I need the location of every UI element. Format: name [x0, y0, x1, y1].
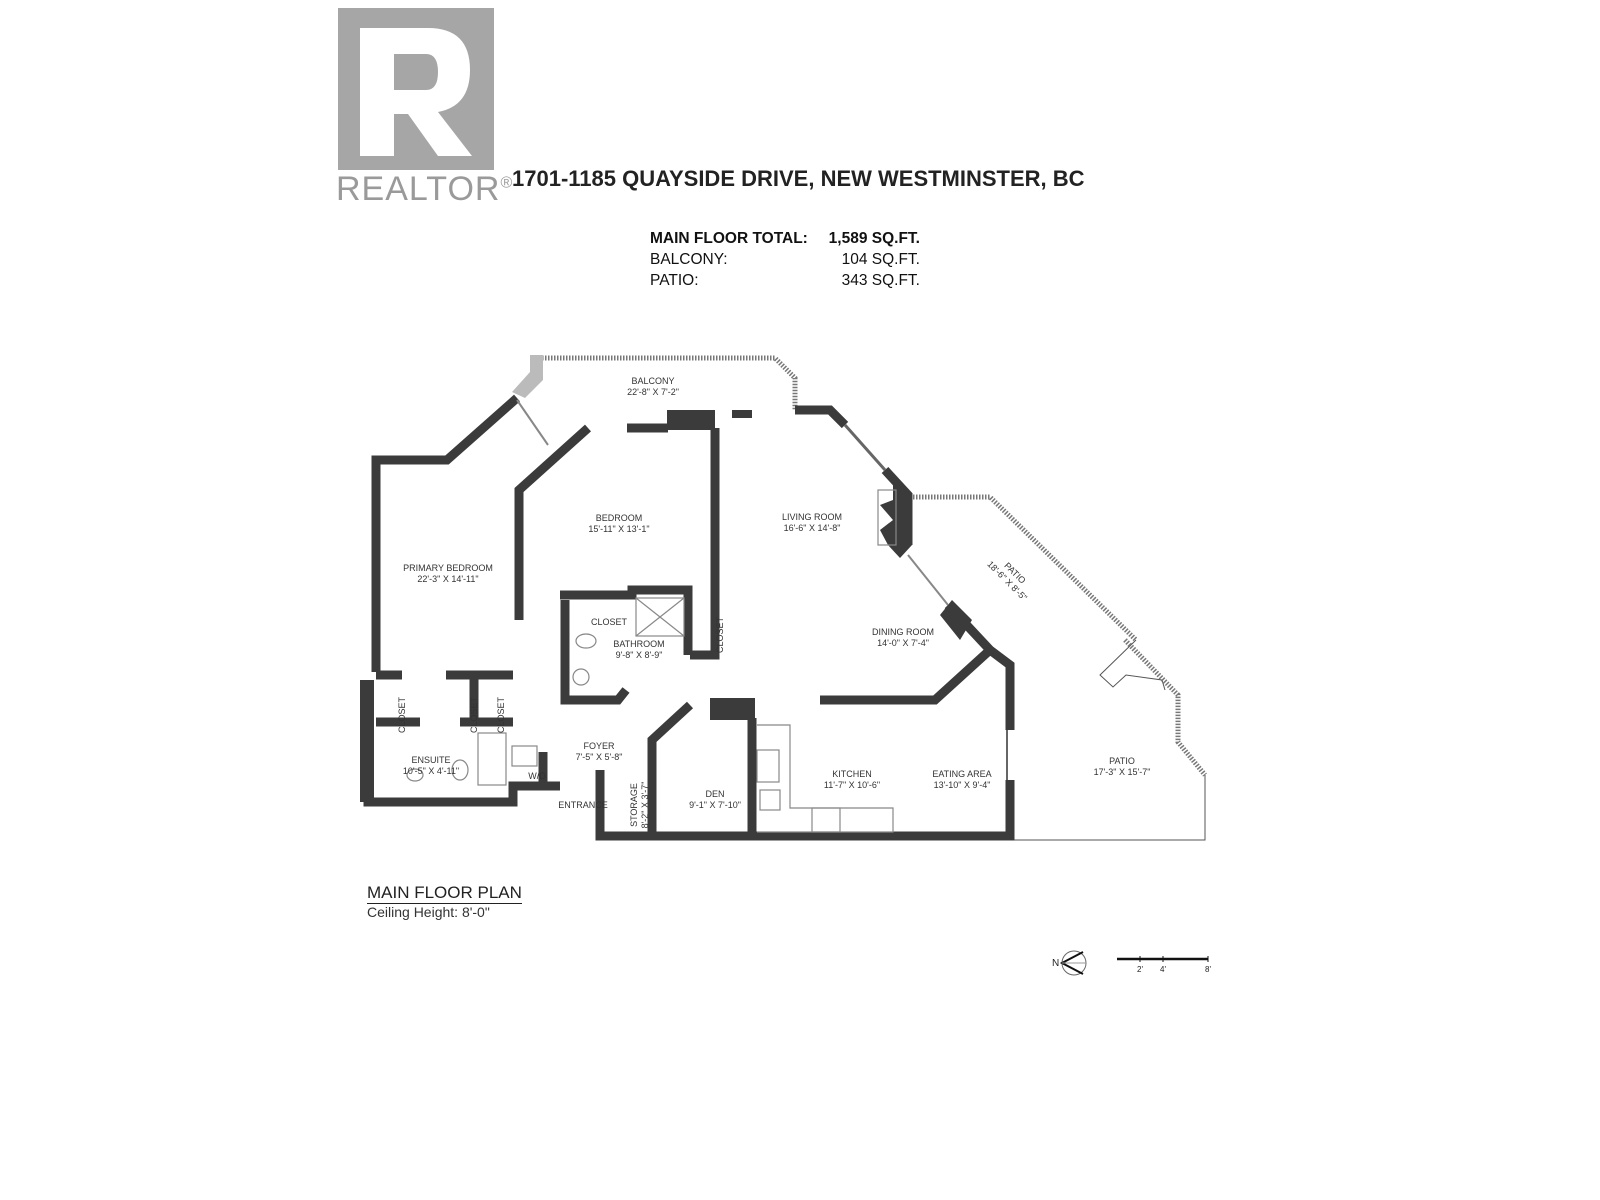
room-name-patio-lower: PATIO — [1109, 756, 1135, 766]
area-value: 343 SQ.FT. — [841, 272, 920, 289]
kitchen-sink — [759, 789, 781, 811]
room-name-storage: STORAGE — [629, 783, 639, 827]
area-label: PATIO: — [650, 272, 699, 289]
ensuite-sink — [406, 768, 424, 782]
room-dim-storage: 8'-2" X 3'-7" — [640, 782, 650, 829]
scale-tick: 8' — [1205, 965, 1211, 974]
room-dim-patio-lower: 17'-3" X 15'-7" — [1094, 767, 1151, 777]
room-name-ensuite: ENSUITE — [411, 755, 450, 765]
plan-title-text: MAIN FLOOR PLAN — [367, 883, 522, 904]
realtor-wordmark: REALTOR® — [336, 170, 513, 209]
bathroom-toilet — [575, 633, 597, 649]
closet-label: CLOSET — [715, 616, 725, 653]
room-name-primary-bedroom: PRIMARY BEDROOM — [403, 563, 493, 573]
plan-title: MAIN FLOOR PLAN — [367, 883, 522, 904]
logo-reg: ® — [500, 174, 514, 192]
shower — [635, 597, 685, 637]
room-name-balcony: BALCONY — [631, 376, 674, 386]
room-dim-foyer: 7'-5" X 5'-8" — [576, 752, 623, 762]
room-name-living-room: LIVING ROOM — [782, 512, 842, 522]
closet-label: CLOSET — [591, 617, 628, 627]
north-compass-icon: N — [1052, 950, 1087, 976]
room-name-foyer: FOYER — [583, 741, 615, 751]
closet-label: CLOSET — [469, 696, 479, 733]
washer-dryer-label: W/D — [528, 771, 546, 781]
room-dim-dining-room: 14'-0" X 7'-4" — [877, 638, 929, 648]
room-dim-bedroom: 15'-11" X 13'-1" — [588, 524, 649, 534]
room-name-kitchen: KITCHEN — [832, 769, 872, 779]
ensuite-toilet — [451, 759, 469, 781]
logo-brand: REALTOR — [336, 170, 501, 208]
room-dim-bathroom: 9'-8" X 8'-9" — [616, 650, 663, 660]
room-dim-den: 9'-1" X 7'-10" — [689, 800, 741, 810]
room-labels: BALCONY 22'-8" X 7'-2" BEDROOM 15'-11" X… — [397, 376, 1150, 828]
room-dim-eating-area: 13'-10" X 9'-4" — [934, 780, 991, 790]
room-name-dining-room: DINING ROOM — [872, 627, 934, 637]
washer-dryer — [511, 745, 538, 767]
patio-railing — [910, 494, 1138, 642]
room-name-den: DEN — [705, 789, 724, 799]
area-summary: MAIN FLOOR TOTAL: 1,589 SQ.FT. BALCONY: 10… — [650, 228, 920, 291]
patio-edge — [1013, 775, 1206, 841]
area-label: BALCONY: — [650, 251, 728, 268]
room-name-bedroom: BEDROOM — [596, 513, 643, 523]
area-value: 1,589 SQ.FT. — [828, 230, 920, 247]
room-name-bathroom: BATHROOM — [613, 639, 664, 649]
room-dim-ensuite: 10'-5" X 4'-11" — [403, 766, 459, 776]
ceiling-height: Ceiling Height: 8'-0" — [367, 904, 490, 920]
kitchen-counter — [757, 724, 894, 833]
room-dim-living-room: 16'-6" X 14'-8" — [784, 523, 841, 533]
closet-label: CLOSET — [496, 696, 506, 733]
fireplace — [877, 489, 897, 546]
room-dim-primary-bedroom: 22'-3" X 14'-11" — [417, 574, 478, 584]
room-name-eating-area: EATING AREA — [932, 769, 991, 779]
walls — [360, 394, 1015, 841]
stove — [811, 807, 841, 833]
room-dim-kitchen: 11'-7" X 10'-6" — [824, 780, 880, 790]
fixtures — [406, 399, 1008, 833]
entrance-label: ENTRANCE — [558, 800, 608, 810]
area-row-main: MAIN FLOOR TOTAL: 1,589 SQ.FT. — [650, 228, 920, 249]
fridge — [756, 749, 780, 783]
scale-tick: 2' — [1137, 965, 1143, 974]
scale-tick: 4' — [1160, 965, 1166, 974]
bathroom-sink — [572, 668, 590, 686]
scale-bar: 2' 4' 8' — [1117, 956, 1211, 974]
balcony-railing — [530, 355, 798, 410]
area-row-balcony: BALCONY: 104 SQ.FT. — [650, 249, 920, 270]
closet-label: CLOSET — [397, 696, 407, 733]
bathtub — [477, 732, 507, 786]
balcony-column — [512, 355, 543, 398]
property-address: 1701-1185 QUAYSIDE DRIVE, NEW WESTMINSTE… — [512, 166, 1085, 191]
area-row-patio: PATIO: 343 SQ.FT. — [650, 270, 920, 291]
patio-notch — [1099, 639, 1166, 691]
realtor-logo — [338, 8, 494, 170]
patio-railing-lower — [1123, 638, 1207, 777]
north-label: N — [1052, 958, 1059, 969]
area-value: 104 SQ.FT. — [841, 251, 920, 268]
area-label: MAIN FLOOR TOTAL: — [650, 230, 808, 247]
room-dim-balcony: 22'-8" X 7'-2" — [627, 387, 679, 397]
